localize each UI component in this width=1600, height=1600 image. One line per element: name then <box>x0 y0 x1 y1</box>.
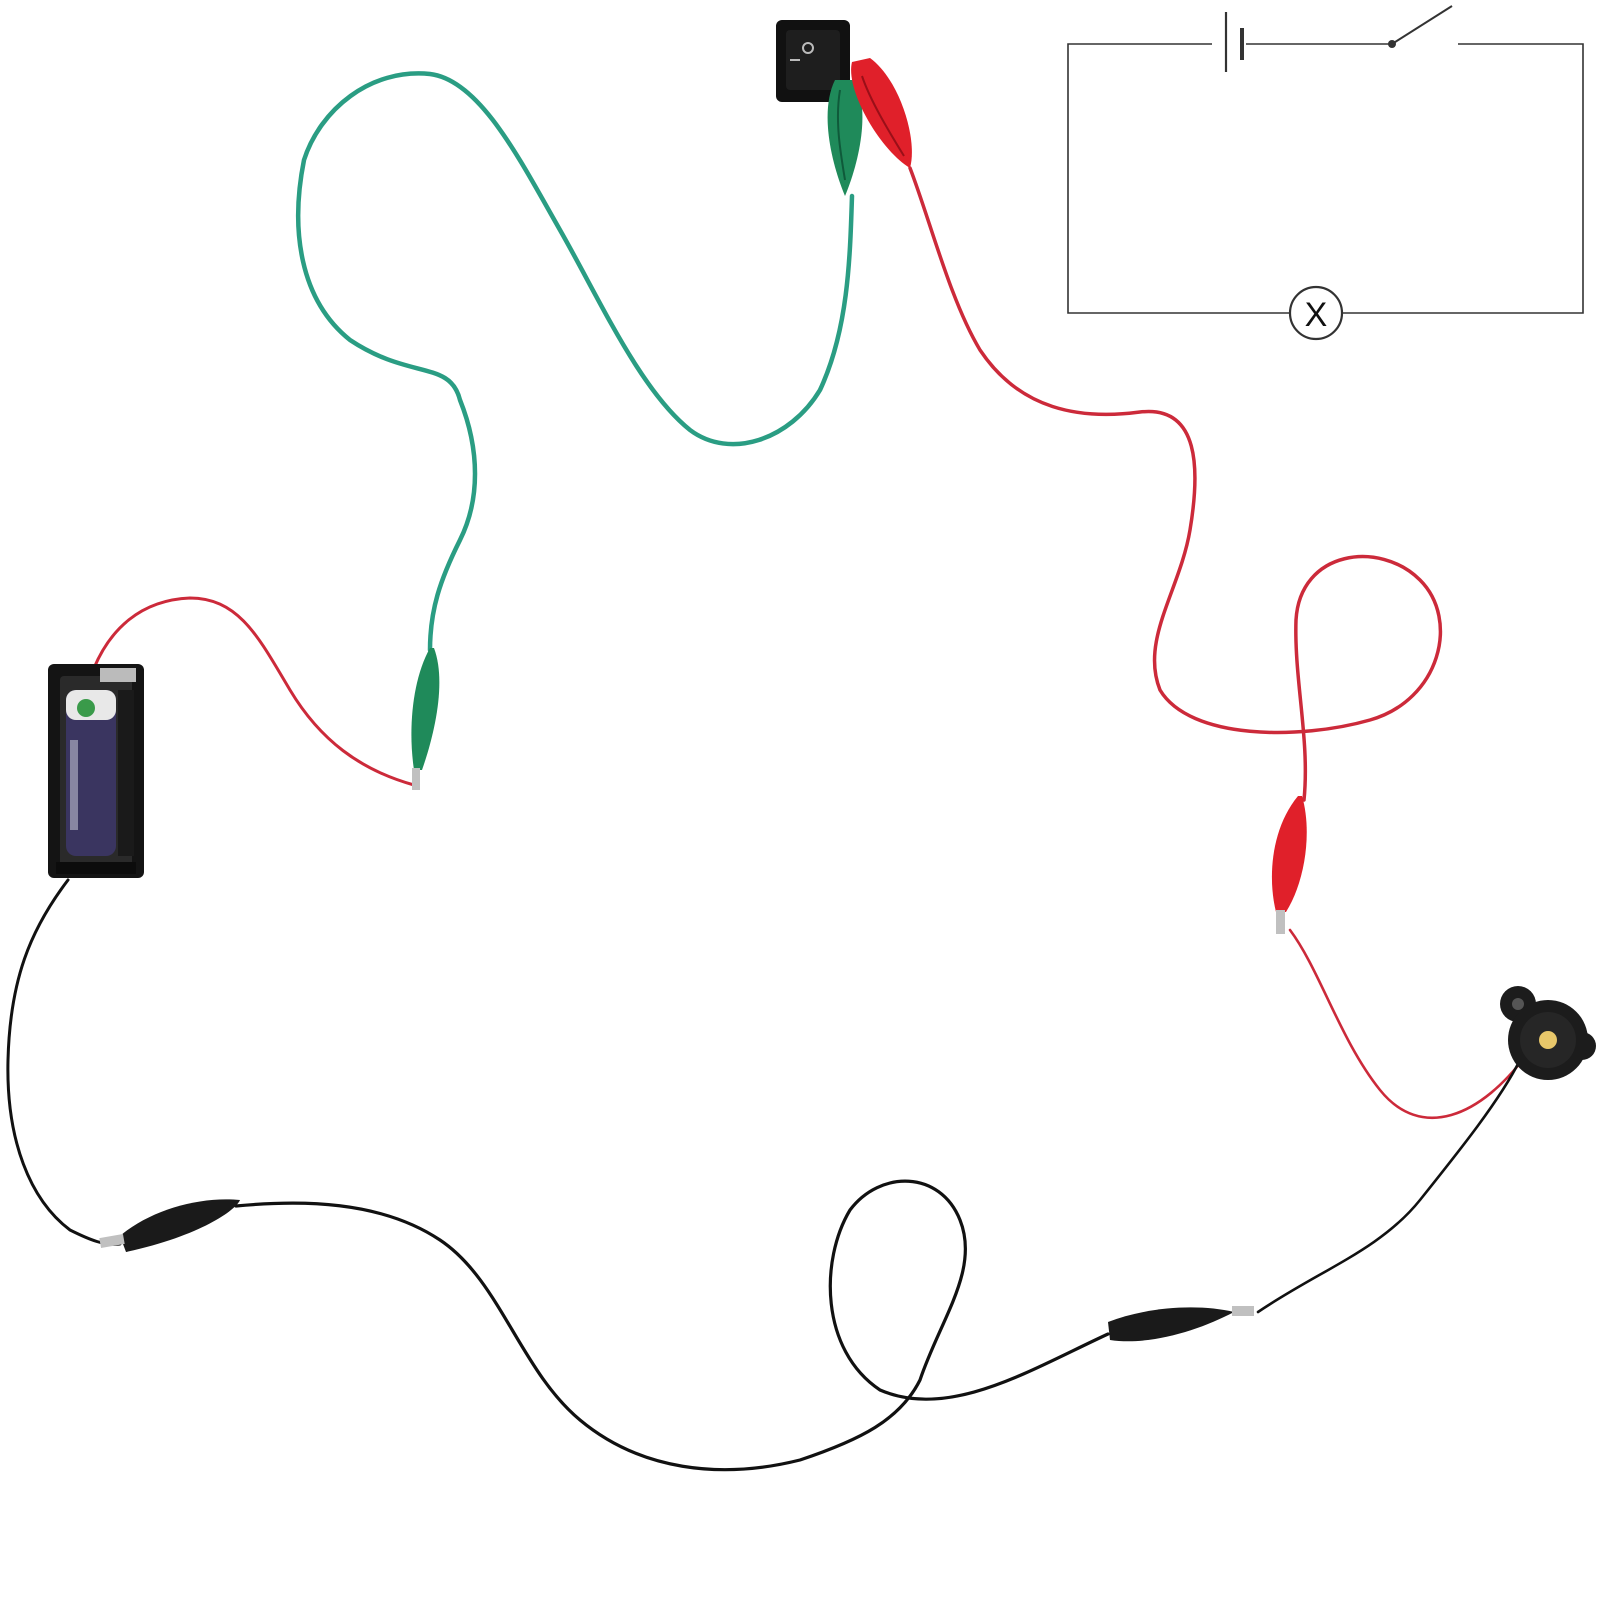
battery-holder <box>48 664 144 878</box>
green-clip-switch <box>827 80 863 196</box>
black-wire <box>234 1179 1110 1472</box>
switch-o-mark <box>802 42 814 54</box>
battery-cell <box>66 690 116 856</box>
black-clip-right <box>1108 1306 1254 1342</box>
rocker-switch <box>776 20 850 102</box>
circuit-schematic: X <box>1067 5 1584 341</box>
switch-symbol <box>1388 5 1453 48</box>
lamp-symbol-label: X <box>1305 296 1328 334</box>
piezo-buzzer <box>1500 986 1596 1080</box>
black-clip-left <box>99 1199 240 1252</box>
lamp-symbol: X <box>1288 285 1344 341</box>
buzzer-red-lead <box>1288 928 1532 1119</box>
schematic-wire-left-top <box>1067 43 1290 314</box>
buzzer-black-lead <box>1256 1058 1522 1314</box>
buzzer-sound-hole <box>1539 1031 1557 1049</box>
red-clip-switch <box>851 58 912 168</box>
red-wire <box>908 166 1443 802</box>
green-wire <box>295 71 855 653</box>
battery-red-lead <box>92 596 416 787</box>
battery-black-lead <box>6 878 122 1246</box>
green-clip-battery <box>411 648 440 790</box>
schematic-wire-right <box>1342 43 1584 314</box>
battery-symbol <box>1224 12 1244 72</box>
red-clip-buzzer <box>1271 796 1307 934</box>
